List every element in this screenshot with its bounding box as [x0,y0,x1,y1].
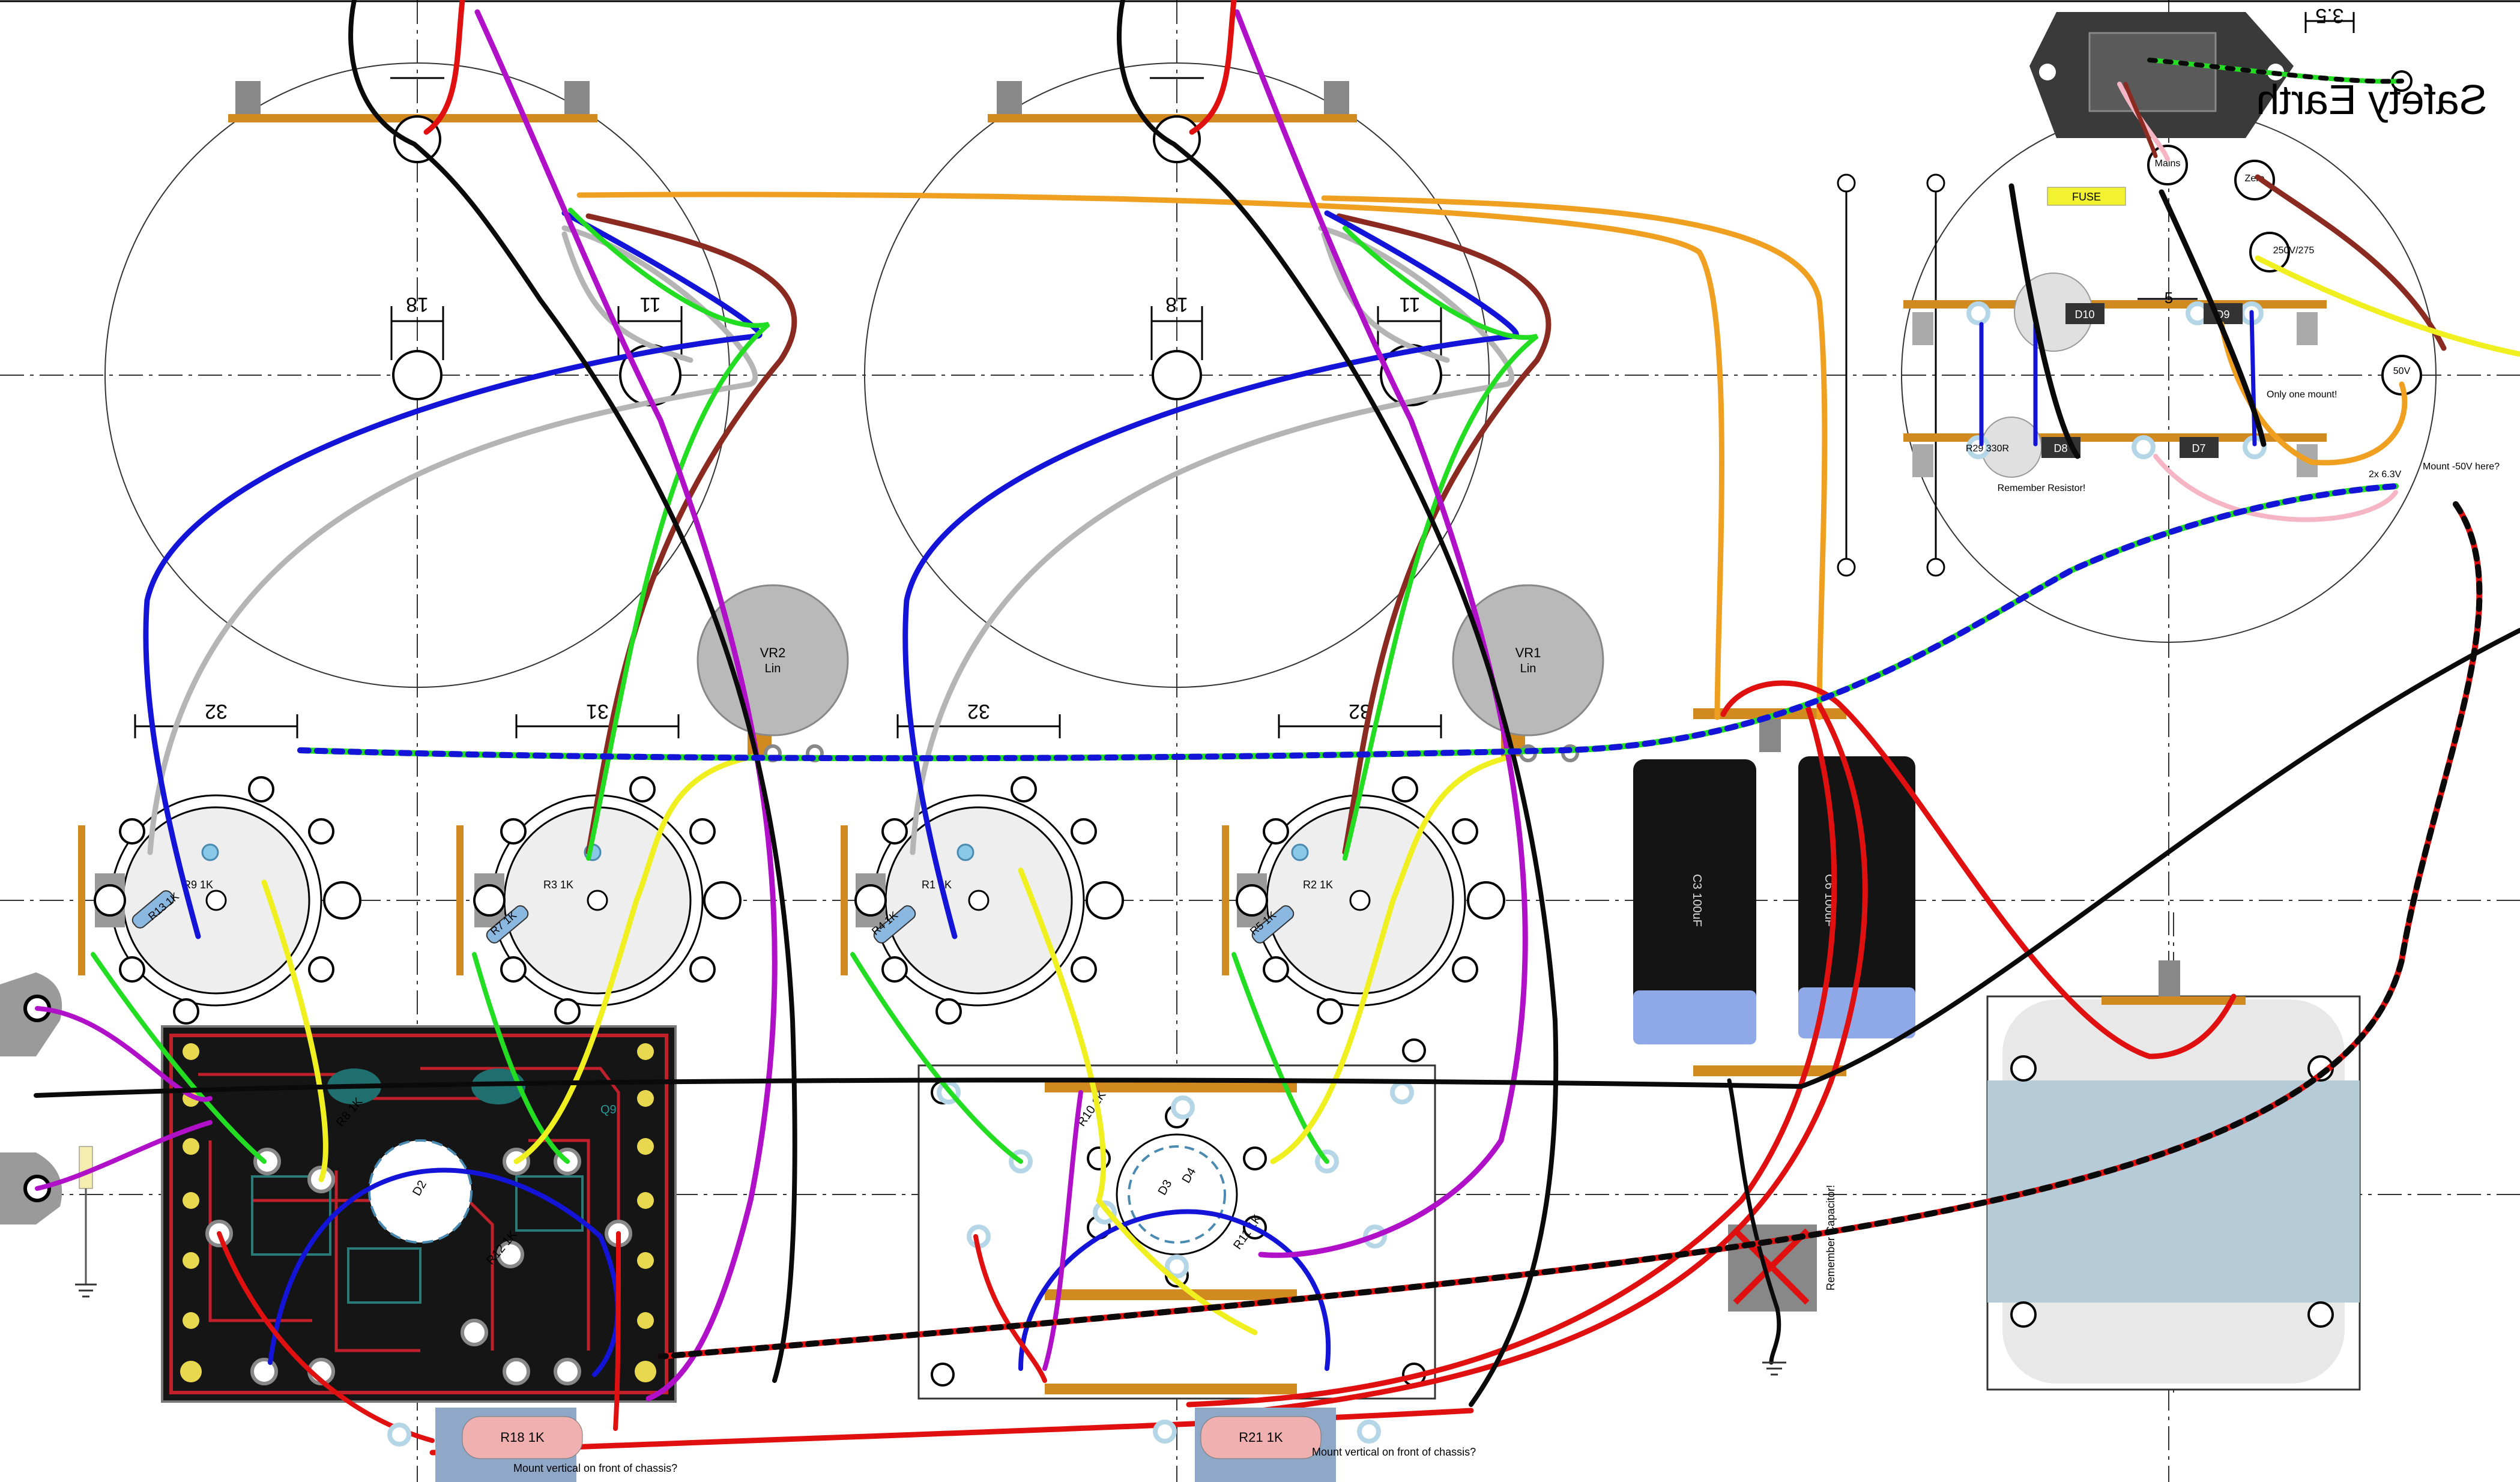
r2-label: R2 1K [1303,879,1333,891]
wires [34,0,2520,1456]
r29-label: R29 330R [1966,444,2009,454]
dim-label: 32 [205,700,228,723]
bottom-resistors: R18 1K Mount vertical on front of chassi… [387,1408,1476,1482]
tube-socket-3 [854,794,1124,1007]
top-mount-bars [228,81,1357,122]
r21-label: R21 1K [1239,1430,1283,1445]
dim-label: 18 [406,293,429,316]
vr2-label: VR2 [760,645,786,660]
standoff-lines [1845,191,1937,559]
d10-label: D10 [2074,309,2094,321]
vr1-label: VR1 [1515,645,1541,660]
r3-label: R3 1K [543,879,573,891]
left-connectors [0,972,97,1298]
mount-holes [392,115,1945,577]
vr2-lin-label: Lin [765,662,781,675]
mount-neg50-label: Mount -50V here? [2423,462,2500,472]
dim-label: 11 [1399,293,1420,316]
dim-label: 31 [586,700,609,723]
d8-label: D8 [2053,442,2067,454]
vr1-lin-label: Lin [1520,662,1536,675]
dimension-marks-top [390,77,1442,360]
power-board: FUSE Mains Zero 250V/275 50V D10 D9 D8 D… [1903,145,2500,493]
v250-label: 250V/275 [2273,245,2315,256]
middle-socket-board: D3 D4 R10 1K R11 1K [917,1038,1436,1400]
tube-socket-row: R13 1K R9 1K R7 1K R3 1K R4 1K R1 1K R5 … [78,700,1505,1025]
potentiometer-vr1: VR1 Lin [1452,584,1604,762]
remember-resistor-label: Remember Resistor! [1998,483,2086,493]
d7-label: D7 [2192,442,2205,454]
r1-label: R1 1K [922,879,952,891]
mount-vertical-label-right: Mount vertical on front of chassis? [1312,1446,1476,1458]
potentiometer-vr2: VR2 Lin [696,584,849,762]
mount-vertical-label-left: Mount vertical on front of chassis? [513,1462,677,1474]
fuse-label: FUSE [2072,191,2101,203]
heater-label: 2x 6.3V [2369,469,2402,480]
transformer [1986,960,2361,1391]
capacitors: C3 100uF C6 100uF [1633,708,1915,1076]
tube-socket-1 [94,794,361,1007]
remember-capacitor-label: Remember Capacitor! [1825,1185,1837,1291]
dimension-labels-top: 18 11 18 11 [406,293,1421,316]
dim-label: 5 [2165,289,2173,307]
safety-earth-label: Safety Earth [2256,76,2487,123]
iec-inlet: 3.5 Safety Earth [2029,4,2488,138]
r9-label: R9 1K [183,879,213,891]
only-one-mount-label: Only one mount! [2267,390,2337,400]
ground-symbols [1762,1361,1786,1376]
dim-label: 3.5 [2315,4,2343,27]
tube-socket-2 [473,794,742,1007]
q9-label: Q9 [600,1103,617,1116]
v50-label: 50V [2393,366,2411,376]
mains-label: Mains [2155,158,2181,169]
dim-label: 18 [1165,293,1188,316]
r18-label: R18 1K [500,1430,545,1445]
dim-label: 11 [639,293,660,316]
c3-label: C3 100uF [1690,874,1703,927]
dim-label: 32 [967,700,990,723]
